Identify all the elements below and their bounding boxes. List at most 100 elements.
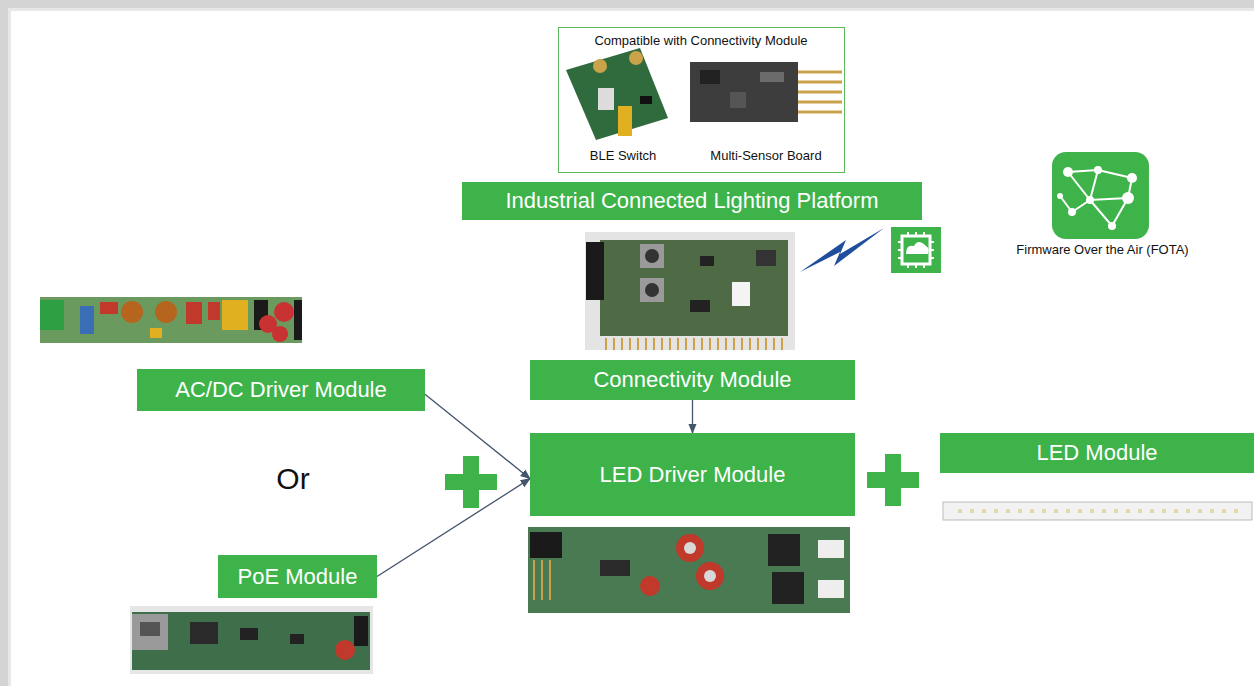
led-driver-board-photo	[684, 542, 696, 554]
cloud-chip-icon	[906, 242, 929, 254]
cloud-chip-icon	[890, 226, 942, 274]
flow-arrow	[377, 479, 530, 577]
poe-board-photo	[354, 616, 368, 646]
connectivity-board-photo	[640, 278, 664, 302]
led-driver-board-photo	[530, 532, 562, 558]
multi-sensor-photo	[690, 62, 842, 122]
module-box: LED Module	[940, 433, 1254, 473]
module-label: Connectivity Module	[593, 367, 791, 393]
multi-sensor-photo	[798, 71, 842, 74]
led-driver-board-photo	[818, 540, 844, 558]
module-box: AC/DC Driver Module	[137, 369, 425, 411]
poe-board-photo	[130, 606, 373, 674]
acdc-board-photo	[80, 306, 94, 334]
connectivity-board-photo	[756, 250, 776, 266]
multi-sensor-photo	[798, 91, 842, 94]
poe-board-photo	[130, 606, 373, 674]
cloud-chip-icon	[890, 226, 942, 274]
led-driver-board-photo	[768, 534, 800, 566]
acdc-board-photo	[222, 300, 248, 330]
multi-sensor-photo	[798, 111, 842, 114]
led-driver-board-photo	[534, 560, 550, 600]
fota-icon	[1127, 173, 1137, 183]
acdc-board-photo	[155, 301, 177, 323]
flow-arrow	[692, 400, 693, 433]
connectivity-board-photo	[700, 256, 714, 266]
poe-board-photo	[132, 614, 168, 650]
acdc-board-photo	[274, 302, 294, 322]
connectivity-board-photo	[645, 283, 659, 297]
led-driver-board-photo	[818, 580, 844, 598]
led-driver-board-photo	[676, 534, 704, 562]
ble-switch-photo	[593, 59, 607, 73]
compatibility-panel: Compatible with Connectivity ModuleBLE S…	[558, 27, 845, 173]
poe-board-photo	[140, 622, 160, 636]
plus-sign	[463, 456, 479, 508]
wireless-bolt	[800, 228, 884, 272]
module-box: Connectivity Module	[530, 360, 855, 400]
connectivity-board-photo	[586, 242, 604, 300]
acdc-board-photo	[272, 326, 288, 342]
module-box: PoE Module	[218, 555, 377, 598]
poe-board-photo	[335, 640, 355, 660]
multi-sensor-photo	[730, 92, 746, 108]
page-frame	[8, 8, 1254, 11]
multi-sensor-photo	[700, 70, 720, 84]
led-driver-board-photo	[600, 560, 630, 576]
fota-icon	[1108, 222, 1116, 230]
module-label: LED Module	[1036, 440, 1157, 466]
module-label: AC/DC Driver Module	[175, 377, 387, 403]
cloud-chip-icon	[898, 232, 934, 268]
acdc-board-photo	[121, 301, 143, 323]
multi-sensor-photo	[798, 101, 842, 104]
fota-icon	[1052, 152, 1149, 239]
acdc-board-photo	[150, 328, 162, 338]
connectivity-board-photo	[690, 300, 710, 312]
acdc-board-photo	[208, 302, 220, 320]
connectivity-board-photo	[640, 244, 664, 268]
fota-icon	[1086, 196, 1094, 204]
poe-board-photo	[132, 612, 370, 670]
connectivity-board-photo	[732, 282, 750, 306]
connectivity-board-photo	[606, 338, 782, 350]
multi-sensor-photo	[760, 72, 784, 82]
led-driver-board-photo	[772, 572, 804, 604]
module-box: LED Driver Module	[530, 433, 855, 516]
wireless-bolt	[800, 228, 884, 272]
multi-sensor-photo	[798, 81, 842, 84]
connectivity-board-photo	[645, 249, 659, 263]
led-strip-photo	[943, 502, 1252, 520]
led-strip-photo	[958, 509, 1240, 513]
poe-board-photo	[240, 628, 258, 640]
page-frame	[0, 0, 1254, 8]
acdc-board-photo	[100, 302, 118, 314]
ble-switch-photo	[566, 48, 668, 140]
fota-icon	[1094, 166, 1102, 174]
module-label: PoE Module	[238, 564, 358, 590]
photo-caption: Multi-Sensor Board	[691, 148, 841, 163]
or-label: Or	[240, 462, 346, 496]
acdc-board-photo	[40, 297, 302, 343]
poe-board-photo	[190, 622, 218, 644]
ble-switch-photo	[618, 106, 632, 136]
led-strip-photo	[943, 502, 1252, 520]
plus-sign	[885, 454, 901, 506]
fota-icon	[1060, 170, 1132, 226]
ble-switch-photo	[640, 96, 652, 104]
connectivity-board-photo	[600, 240, 788, 336]
platform-band: Industrial Connected Lighting Platform	[462, 182, 922, 220]
connectivity-board-photo	[585, 232, 795, 350]
page-frame	[8, 8, 11, 686]
ble-switch-photo	[566, 48, 668, 140]
led-driver-board-photo	[704, 570, 716, 582]
ble-switch-photo	[598, 88, 614, 110]
connectivity-board-photo	[585, 232, 795, 350]
led-driver-board-photo	[640, 576, 660, 596]
fota-icon	[1068, 208, 1076, 216]
